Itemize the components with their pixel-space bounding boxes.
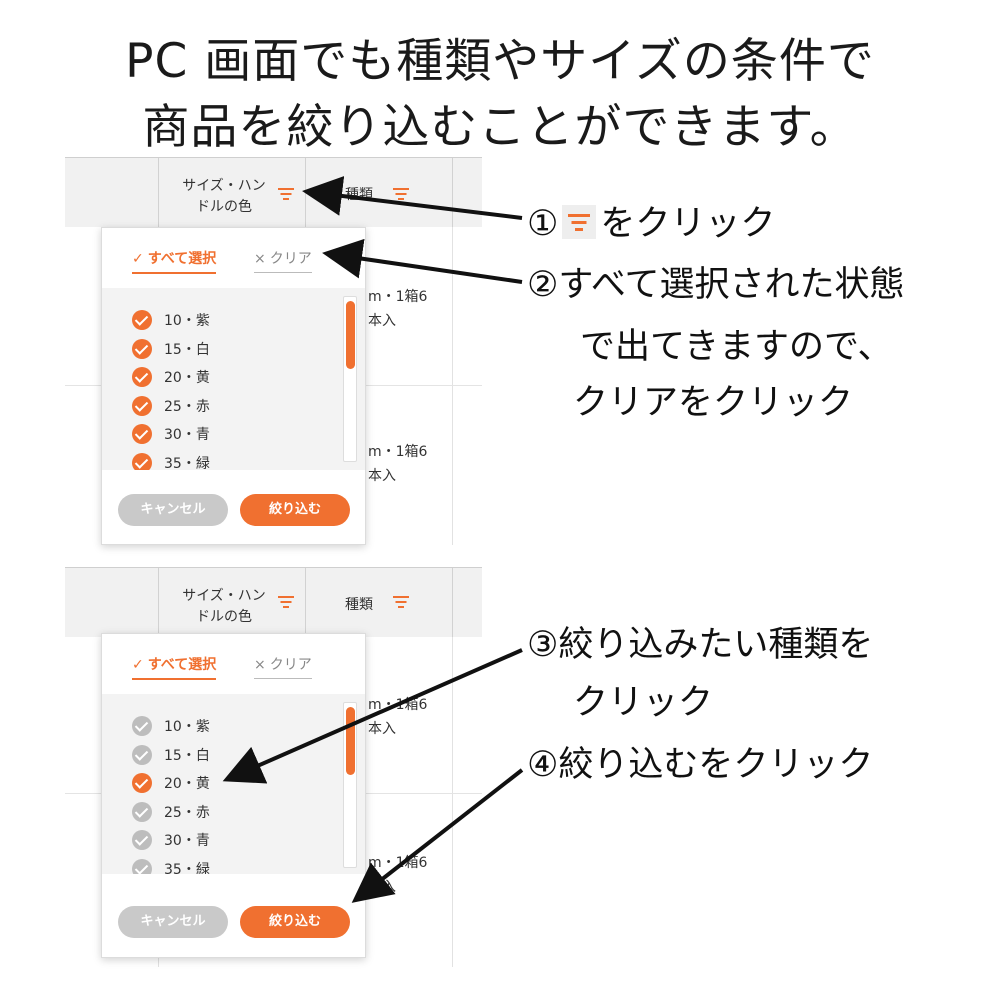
option-label: 15・白 — [164, 341, 210, 358]
column-header-size: サイズ・ハン ドルの色 — [182, 588, 266, 625]
cancel-button[interactable]: キャンセル — [118, 494, 228, 526]
checkbox[interactable] — [132, 424, 152, 444]
checkbox[interactable] — [132, 716, 152, 736]
selection-tabs: ✓すべて選択 ×クリア — [102, 228, 365, 288]
check-icon: ✓ — [132, 251, 144, 267]
option-item[interactable]: 25・赤 — [132, 394, 210, 418]
select-all-button[interactable]: ✓すべて選択 — [132, 654, 217, 680]
option-label: 15・白 — [164, 747, 210, 764]
option-item[interactable]: 35・緑 — [132, 451, 210, 471]
heading-line-2: 商品を絞り込むことができます。 — [142, 100, 858, 155]
column-divider — [305, 158, 306, 227]
option-label: 20・黄 — [164, 776, 210, 792]
option-label: 25・赤 — [164, 804, 210, 821]
column-header-size: サイズ・ハン ドルの色 — [182, 178, 266, 215]
step-3-note-line-1: ③絞り込みたい種類を — [527, 625, 874, 665]
apply-filter-button[interactable]: 絞り込む — [240, 494, 350, 526]
column-header-kind: 種類 — [345, 597, 373, 613]
option-label: 30・青 — [164, 427, 210, 443]
option-item[interactable]: 10・紫 — [132, 308, 210, 332]
option-label: 25・赤 — [164, 398, 210, 415]
checkbox[interactable] — [132, 310, 152, 330]
step-4-note: ④絞り込むをクリック — [527, 745, 874, 785]
column-divider — [452, 568, 453, 637]
option-item[interactable]: 20・黄 — [132, 365, 210, 389]
table-cell: m・1箱6 本入 — [368, 444, 428, 484]
clear-button[interactable]: ×クリア — [254, 248, 312, 273]
option-label: 10・紫 — [164, 719, 210, 735]
scrollbar[interactable] — [343, 702, 357, 868]
option-item[interactable]: 35・緑 — [132, 857, 210, 875]
scrollbar[interactable] — [343, 296, 357, 462]
close-icon: × — [254, 251, 266, 267]
option-item[interactable]: 25・赤 — [132, 800, 210, 824]
filter-popup: ✓すべて選択 ×クリア 10・紫 15・白 20・黄 25・赤 30・青 35・緑 キャン… — [101, 227, 366, 545]
grid-line — [452, 637, 453, 967]
step-3-note-line-2: クリック — [573, 683, 714, 723]
column-divider — [158, 568, 159, 637]
option-item[interactable]: 15・白 — [132, 337, 210, 361]
option-item[interactable]: 30・青 — [132, 828, 210, 852]
grid-line — [452, 227, 453, 545]
filter-icon[interactable] — [392, 188, 410, 202]
checkbox[interactable] — [132, 830, 152, 850]
filter-popup: ✓すべて選択 ×クリア 10・紫 15・白 20・黄 25・赤 30・青 35・緑 キャン… — [101, 633, 366, 958]
option-label: 35・緑 — [164, 861, 210, 875]
option-list[interactable]: 10・紫 15・白 20・黄 25・赤 30・青 35・緑 — [102, 288, 365, 470]
table-cell: m・1箱6 本入 — [368, 697, 428, 737]
checkbox[interactable] — [132, 338, 152, 359]
option-label: 30・青 — [164, 833, 210, 849]
column-divider — [452, 158, 453, 227]
option-item[interactable]: 10・紫 — [132, 714, 210, 738]
step-2-note-line-1: ②すべて選択された状態 — [527, 265, 905, 305]
close-icon: × — [254, 657, 266, 673]
option-label: 20・黄 — [164, 370, 210, 386]
apply-filter-button[interactable]: 絞り込む — [240, 906, 350, 938]
filter-icon[interactable] — [392, 596, 410, 610]
option-label: 35・緑 — [164, 455, 210, 471]
scrollbar-thumb[interactable] — [346, 707, 355, 775]
filter-icon[interactable] — [277, 188, 295, 202]
column-header-kind: 種類 — [345, 187, 373, 203]
cancel-button[interactable]: キャンセル — [118, 906, 228, 938]
step-2-note-line-2: で出てきますので、 — [580, 327, 893, 367]
option-item[interactable]: 20・黄 — [132, 771, 210, 795]
column-divider — [305, 568, 306, 637]
checkbox[interactable] — [132, 773, 152, 793]
checkbox[interactable] — [132, 744, 152, 765]
option-item[interactable]: 15・白 — [132, 743, 210, 767]
filter-icon[interactable] — [277, 596, 295, 610]
filter-icon — [562, 205, 597, 239]
option-label: 10・紫 — [164, 313, 210, 329]
option-item[interactable]: 30・青 — [132, 422, 210, 446]
table-header: サイズ・ハン ドルの色 種類 — [65, 157, 482, 227]
table-header: サイズ・ハン ドルの色 種類 — [65, 567, 482, 637]
option-list[interactable]: 10・紫 15・白 20・黄 25・赤 30・青 35・緑 — [102, 694, 365, 874]
checkbox[interactable] — [132, 367, 152, 387]
heading-line-1: PC 画面でも種類やサイズの条件で — [125, 34, 875, 89]
table-cell: m・1箱6 本入 — [368, 855, 428, 895]
scrollbar-thumb[interactable] — [346, 301, 355, 369]
checkbox[interactable] — [132, 452, 152, 470]
screenshot-panel-2: サイズ・ハン ドルの色 種類 m・1箱6 本入 m・1箱6 本入 ✓すべて選択 … — [65, 567, 482, 967]
column-divider — [158, 158, 159, 227]
check-icon: ✓ — [132, 657, 144, 673]
checkbox[interactable] — [132, 801, 152, 822]
selection-tabs: ✓すべて選択 ×クリア — [102, 634, 365, 694]
screenshot-panel-1: サイズ・ハン ドルの色 種類 m・1箱6 本入 m・1箱6 本入 ✓すべて選択 … — [65, 157, 482, 545]
step-2-note-line-3: クリアをクリック — [573, 383, 854, 423]
checkbox[interactable] — [132, 858, 152, 874]
select-all-button[interactable]: ✓すべて選択 — [132, 248, 217, 274]
clear-button[interactable]: ×クリア — [254, 654, 312, 679]
checkbox[interactable] — [132, 395, 152, 416]
table-cell: m・1箱6 本入 — [368, 289, 428, 329]
